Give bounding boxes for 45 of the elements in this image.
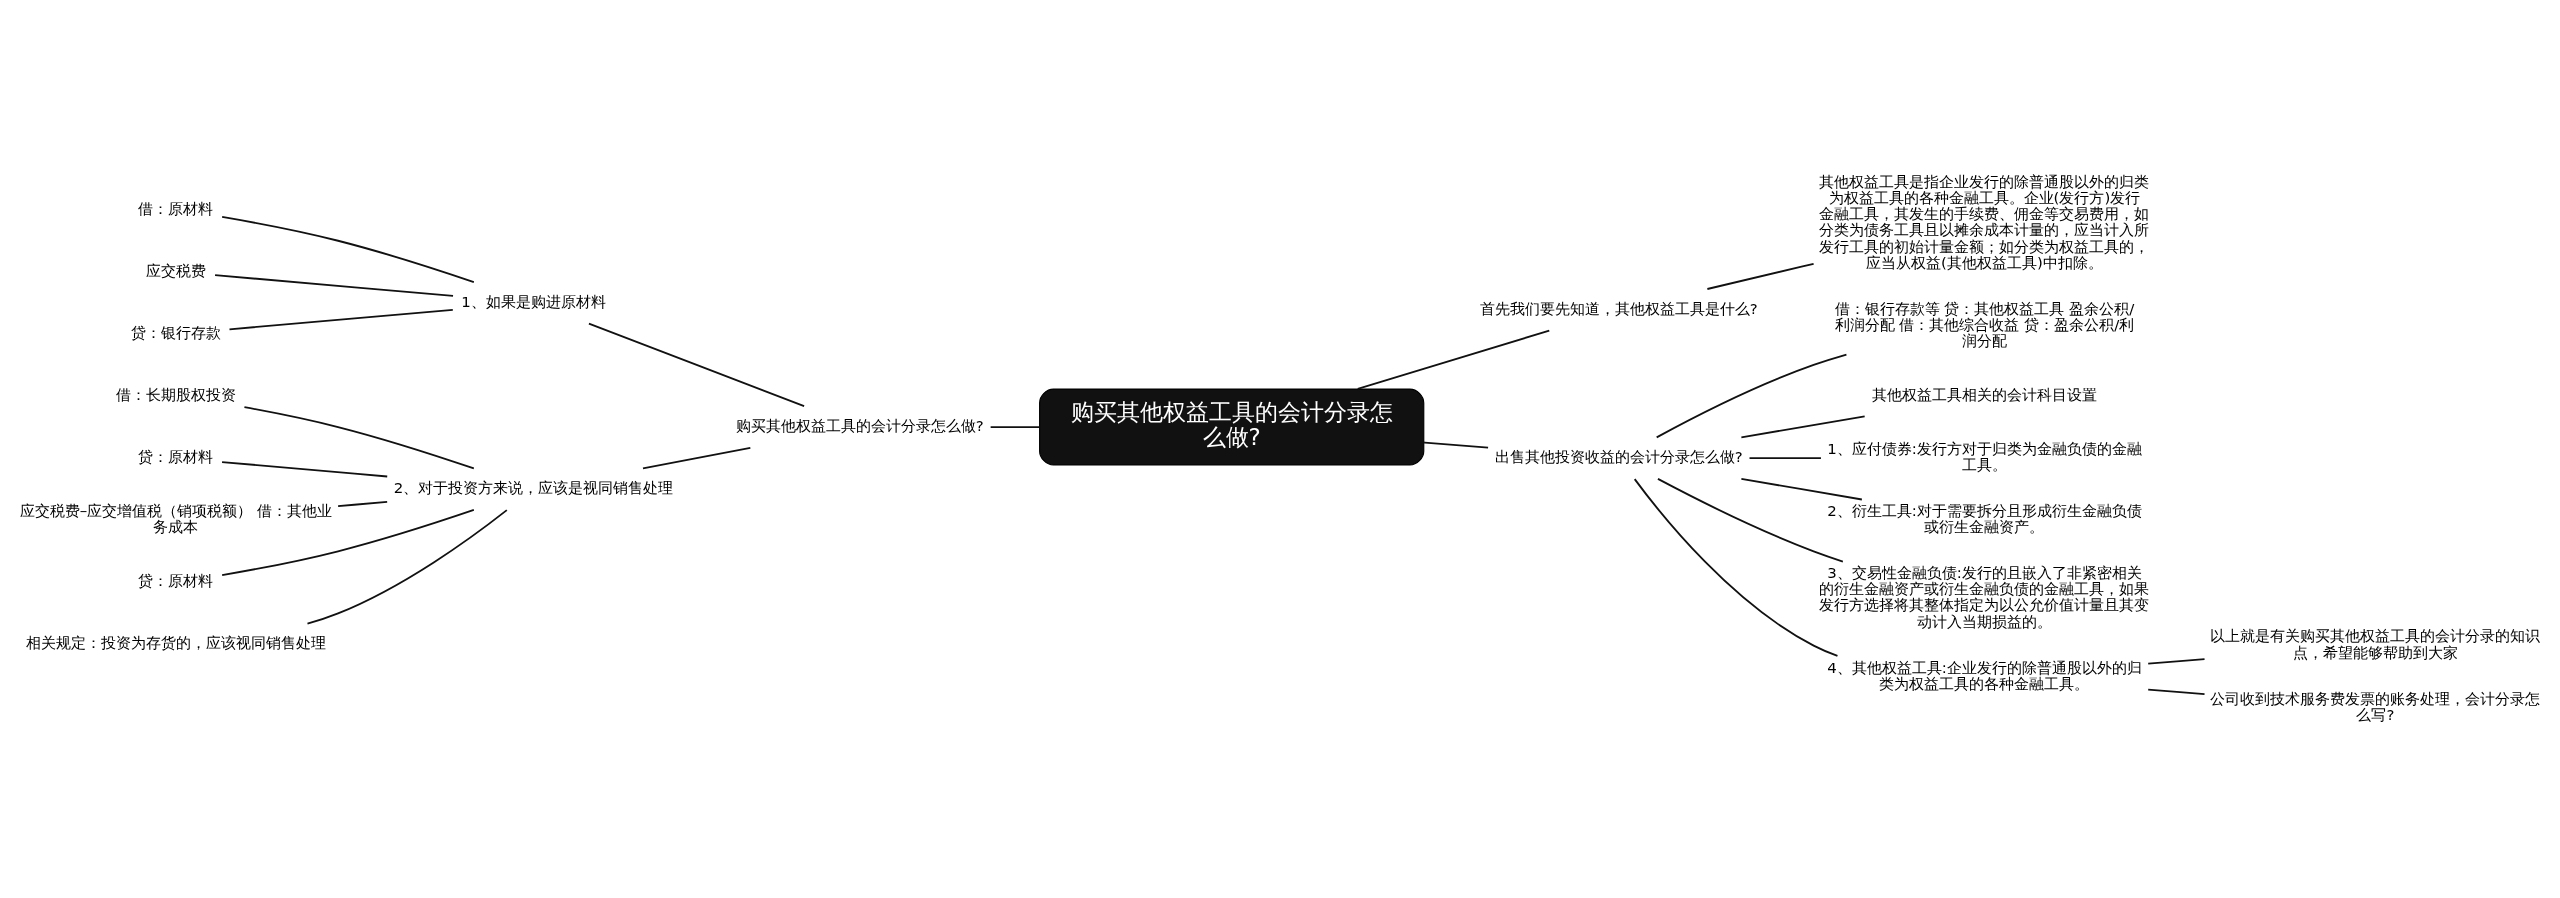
node-text: 借：原材料 [138, 199, 214, 218]
node-text: 以上就是有关购买其他权益工具的会计分录的知识点，希望能够帮助到大家 [2210, 626, 2541, 662]
connector [228, 308, 454, 330]
node-text: 1、应付债券:发行方对于归类为金融负债的金融工具。 [1827, 439, 2142, 474]
node-text: 贷：原材料 [138, 447, 214, 466]
node-text: 4、其他权益工具:企业发行的除普通股以外的归类为权益工具的各种金融工具。 [1827, 658, 2142, 693]
node-text: 出售其他投资收益的会计分录怎么做? [1494, 447, 1743, 466]
connector [1657, 477, 1844, 562]
node-text: 应交税费 [145, 261, 206, 280]
node-text: 借：长期股权投资 [115, 385, 236, 404]
connector [1740, 414, 1866, 438]
connector [2147, 657, 2206, 665]
connector [1740, 477, 1863, 500]
connector [642, 446, 752, 469]
node-text: 3、交易性金融负债:发行的且嵌入了非紧密相关的衍生金融资产或衍生金融负债的金融工具，如果发行方选择将其整体指定为以公允价值计量且其变动计入当期损益的。 [1819, 563, 2150, 630]
connector [1356, 329, 1551, 390]
connector [306, 508, 508, 625]
connector [2147, 688, 2206, 695]
connector [1748, 456, 1822, 459]
connector [1423, 441, 1489, 449]
node-text: 其他权益工具是指企业发行的除普通股以外的归类为权益工具的各种金融工具。企业(发行方)发行金融工具，其发生的手续费、佣金等交易费用，如分类为债务工具且以摊余成本计量的，应当计入所发行工具的初始计量金额；如分类为权益工具的，应当从权益(其他权益工具)中扣除。 [1819, 172, 2150, 272]
connector [243, 405, 475, 469]
node-text: 2、对于投资方来说，应该是视同销售处理 [393, 478, 674, 497]
node-text: 贷：银行存款 [130, 323, 221, 342]
node-text: 首先我们要先知道，其他权益工具是什么? [1479, 299, 1758, 318]
node-text: 借：银行存款等 贷：其他权益工具 盈余公积/利润分配 借：其他综合收益 贷：盈余公积/利润分配 [1834, 299, 2135, 350]
node-text: 贷：原材料 [138, 571, 214, 590]
connector [588, 322, 806, 407]
node-text: 其他权益工具相关的会计科目设置 [1871, 385, 2097, 404]
connector [214, 273, 454, 297]
connector [1706, 262, 1815, 290]
connector [989, 425, 1041, 428]
connector [337, 500, 389, 507]
node-box: 购买其他权益工具的会计分录怎么做? [1039, 388, 1425, 466]
node-text: 2、衍生工具:对于需要拆分且形成衍生金融负债或衍生金融资产。 [1827, 501, 2142, 536]
connector [221, 460, 389, 477]
node-text: 购买其他权益工具的会计分录怎么做? [735, 416, 984, 435]
node-text: 应交税费–应交增值税（销项税额） 借：其他业务成本 [19, 501, 333, 536]
node-text: 公司收到技术服务费发票的账务处理，会计分录怎么写? [2210, 689, 2541, 724]
connector [221, 215, 475, 283]
node-text: 1、如果是购进原材料 [461, 292, 606, 311]
connector [1655, 353, 1848, 438]
connector [221, 508, 475, 576]
node-text: 相关规定：投资为存货的，应该视同销售处理 [25, 633, 326, 652]
connector [1633, 477, 1839, 657]
